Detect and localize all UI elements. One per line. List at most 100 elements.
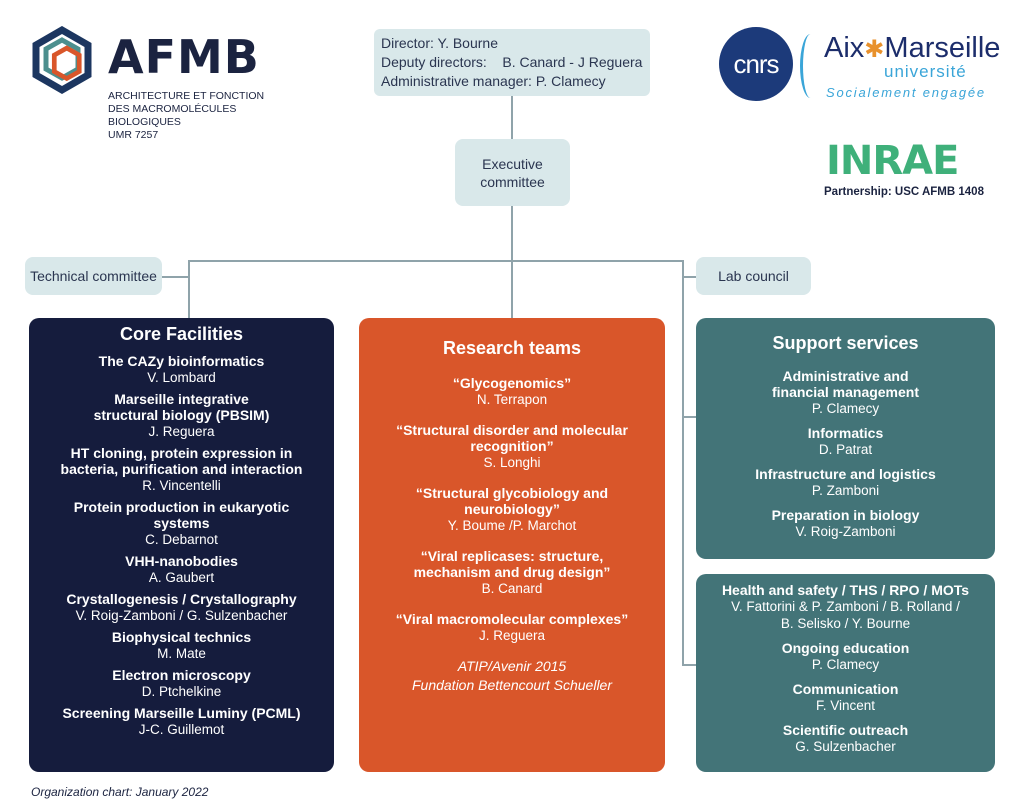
amu-universite: université <box>884 62 967 81</box>
item-person: C. Debarnot <box>145 532 218 547</box>
item-person: B. Canard <box>481 581 543 596</box>
amu-logo: Aix✱Marseille université Socialement eng… <box>800 32 1010 107</box>
panel-item: Screening Marseille Luminy (PCML)J-C. Gu… <box>29 705 334 738</box>
item-title: Administrative and financial management <box>771 368 920 400</box>
connector-line <box>682 664 696 666</box>
core-facilities-title: Core Facilities <box>119 324 244 344</box>
connector-line <box>682 416 696 418</box>
item-title: VHH-nanobodies <box>125 553 238 569</box>
item-person: V. Fattorini & P. Zamboni / B. Rolland /… <box>731 599 960 631</box>
research-teams-title: Research teams <box>442 338 582 358</box>
amu-name-left: Aix <box>824 32 865 64</box>
executive-committee-label: Executive <box>482 155 543 172</box>
admin-manager-text: Administrative manager: P. Clamecy <box>381 73 606 89</box>
item-title: Informatics <box>807 425 884 441</box>
connector-line <box>188 260 190 318</box>
item-title: Electron microscopy <box>112 667 251 683</box>
item-person: F. Vincent <box>815 698 876 713</box>
afmb-subtitle-line: ARCHITECTURE ET FONCTION <box>108 90 265 102</box>
amu-bracket-icon <box>800 34 821 98</box>
lab-council-box: Lab council <box>696 257 811 295</box>
connector-line <box>682 276 696 278</box>
afmb-subtitle-line: DES MACROMOLÉCULES <box>108 103 237 115</box>
deputy-directors-text: Deputy directors: B. Canard - J Reguera <box>381 54 643 70</box>
item-person: V. Roig-Zamboni <box>795 524 896 539</box>
connector-line <box>188 260 684 262</box>
item-person: J-C. Guillemot <box>138 722 225 737</box>
amu-name: Aix✱Marseille <box>824 32 1000 66</box>
panel-item: “Structural glycobiology and neurobiolog… <box>359 485 665 534</box>
research-teams-list: “Glycogenomics”N. Terrapon “Structural di… <box>359 375 665 644</box>
support-services-title: Support services <box>772 333 919 353</box>
amu-name-right: Marseille <box>884 32 1001 64</box>
item-title: Health and safety / THS / RPO / MOTs <box>721 582 970 598</box>
inrae-partnership: Partnership: USC AFMB 1408 <box>824 186 984 198</box>
connector-line <box>511 206 513 318</box>
lab-council-label: Lab council <box>718 268 789 284</box>
item-person: S. Longhi <box>483 455 541 470</box>
item-person: V. Roig-Zamboni / G. Sulzenbacher <box>75 608 288 623</box>
footer-caption: Organization chart: January 2022 <box>31 785 209 799</box>
panel-item: Marseille integrative structural biology… <box>29 391 334 440</box>
item-title: Screening Marseille Luminy (PCML) <box>62 705 301 721</box>
item-person: D. Patrat <box>818 442 873 457</box>
panel-item: “Structural disorder and molecular recog… <box>359 422 665 471</box>
item-title: “Structural glycobiology and neurobiolog… <box>415 485 609 517</box>
panel-item: “Viral replicases: structure, mechanism … <box>359 548 665 597</box>
cnrs-logo: cnrs <box>719 27 793 101</box>
research-note: ATIP/Avenir 2015 <box>457 658 567 674</box>
afmb-logo: AFMB ARCHITECTURE ET FONCTION DES MACROM… <box>30 26 280 156</box>
item-title: “Viral macromolecular complexes” <box>395 611 629 627</box>
afmb-subtitle-line: UMR 7257 <box>108 129 159 141</box>
panel-item: “Glycogenomics”N. Terrapon <box>359 375 665 408</box>
item-person: J. Reguera <box>148 424 215 439</box>
support-services-panel: Support services Administrative and fina… <box>696 318 995 559</box>
item-title: Scientific outreach <box>782 722 909 738</box>
afmb-subtitle: ARCHITECTURE ET FONCTION DES MACROMOLÉCU… <box>108 90 264 142</box>
afmb-hexagon-icon <box>32 26 92 95</box>
item-title: “Structural disorder and molecular recog… <box>396 422 628 454</box>
technical-committee-label: Technical committee <box>30 268 157 284</box>
amu-star-icon: ✱ <box>864 36 885 63</box>
inrae-name: INRAE <box>826 138 959 184</box>
item-person: R. Vincentelli <box>142 478 221 493</box>
item-title: Infrastructure and logistics <box>755 466 936 482</box>
item-person: A. Gaubert <box>148 570 215 585</box>
item-title: The CAZy bioinformatics <box>98 353 265 369</box>
item-title: Protein production in eukaryotic systems <box>73 499 290 531</box>
inrae-logo: INRAE Partnership: USC AFMB 1408 <box>822 138 1012 208</box>
item-person: P. Clamecy <box>811 657 880 672</box>
item-person: N. Terrapon <box>476 392 548 407</box>
connector-line <box>511 96 513 139</box>
executive-committee-box: Executive committee <box>455 139 570 206</box>
item-title: Communication <box>792 681 899 697</box>
item-person: G. Sulzenbacher <box>795 739 896 754</box>
item-person: P. Clamecy <box>811 401 880 416</box>
item-title: Crystallogenesis / Crystallography <box>66 591 297 607</box>
technical-committee-box: Technical committee <box>25 257 162 295</box>
item-person: V. Lombard <box>147 370 216 385</box>
item-title: HT cloning, protein expression in bacter… <box>60 445 303 477</box>
amu-tagline: Socialement engagée <box>826 85 986 100</box>
cnrs-logo-text: cnrs <box>733 48 779 79</box>
item-title: Biophysical technics <box>111 629 252 645</box>
item-person: Y. Boume /P. Marchot <box>447 518 577 533</box>
item-title: Preparation in biology <box>771 507 920 523</box>
research-teams-panel: Research teams “Glycogenomics”N. Terrapo… <box>359 318 665 772</box>
